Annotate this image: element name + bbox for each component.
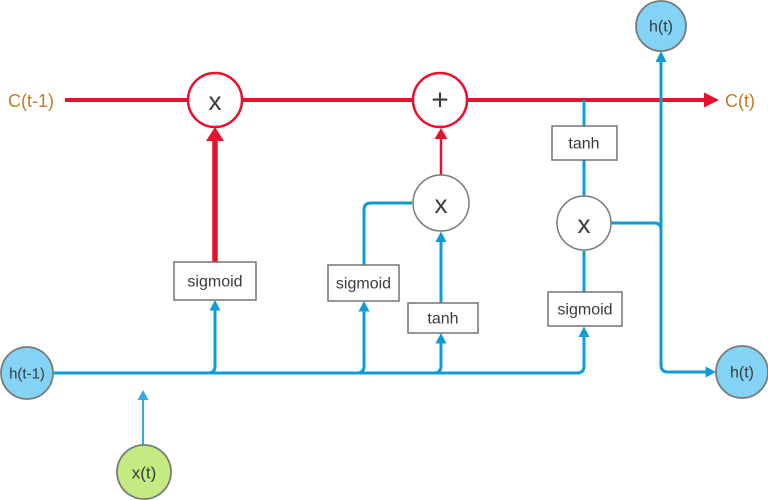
output-multiply-op-circle	[556, 195, 612, 251]
forget-gate-input-line	[207, 310, 217, 375]
input-label: x(t)	[132, 464, 157, 483]
hidden-out-top-node	[635, 0, 687, 52]
hidden-out-right-arrowhead-icon	[705, 366, 716, 378]
input-gate-label: sigmoid	[336, 276, 391, 293]
forget-gate-label: sigmoid	[187, 274, 242, 291]
input-gate-box	[327, 264, 400, 302]
forget-gate-input-arrowhead-icon	[209, 300, 221, 311]
candidate-input-line	[433, 343, 443, 375]
input-multiply-op-circle	[412, 174, 470, 232]
add-op-circle	[411, 71, 469, 129]
prev-hidden-label: h(t-1)	[9, 366, 45, 383]
next-cell-state-label: C(t)	[725, 91, 755, 111]
cell-state-arrowhead-icon	[704, 92, 719, 108]
input-gate-input-arrowhead-icon	[358, 301, 370, 312]
forget-gate-box	[173, 261, 257, 301]
output-multiply-to-hidden-line	[611, 221, 663, 231]
input-gate-input-line	[356, 311, 366, 375]
cell-tanh-box	[551, 125, 618, 161]
input-gate-to-multiply-line	[362, 201, 412, 265]
forget-multiply-op-label: x	[209, 86, 222, 116]
input-multiply-op-label: x	[435, 189, 448, 219]
add-op-label: +	[431, 84, 449, 117]
output-gate-label: sigmoid	[557, 302, 612, 319]
output-multiply-op-label: x	[578, 209, 591, 239]
input-multiply-arrowhead-icon	[435, 231, 447, 242]
hidden-out-right-node	[715, 345, 768, 399]
forget-multiply-op-circle	[186, 71, 244, 129]
output-gate-input-arrowhead-icon	[578, 326, 590, 337]
forget-gate-arrowhead-icon	[206, 127, 224, 141]
prev-cell-state-label: C(t-1)	[8, 91, 54, 111]
candidate-tanh-box	[407, 302, 479, 334]
hidden-out-top-label: h(t)	[649, 19, 673, 36]
add-arrowhead-icon	[434, 128, 448, 139]
candidate-tanh-label: tanh	[427, 311, 458, 328]
prev-hidden-line	[53, 336, 586, 375]
output-gate-box	[547, 291, 623, 327]
prev-hidden-node	[0, 346, 54, 400]
candidate-input-arrowhead-icon	[435, 333, 447, 344]
hidden-out-right-label: h(t)	[730, 365, 754, 382]
input-node	[116, 444, 172, 500]
cell-tanh-label: tanh	[568, 136, 599, 153]
hidden-out-top-arrowhead-icon	[655, 51, 667, 62]
hidden-out-line	[659, 61, 707, 374]
input-arrowhead-icon	[137, 390, 149, 400]
